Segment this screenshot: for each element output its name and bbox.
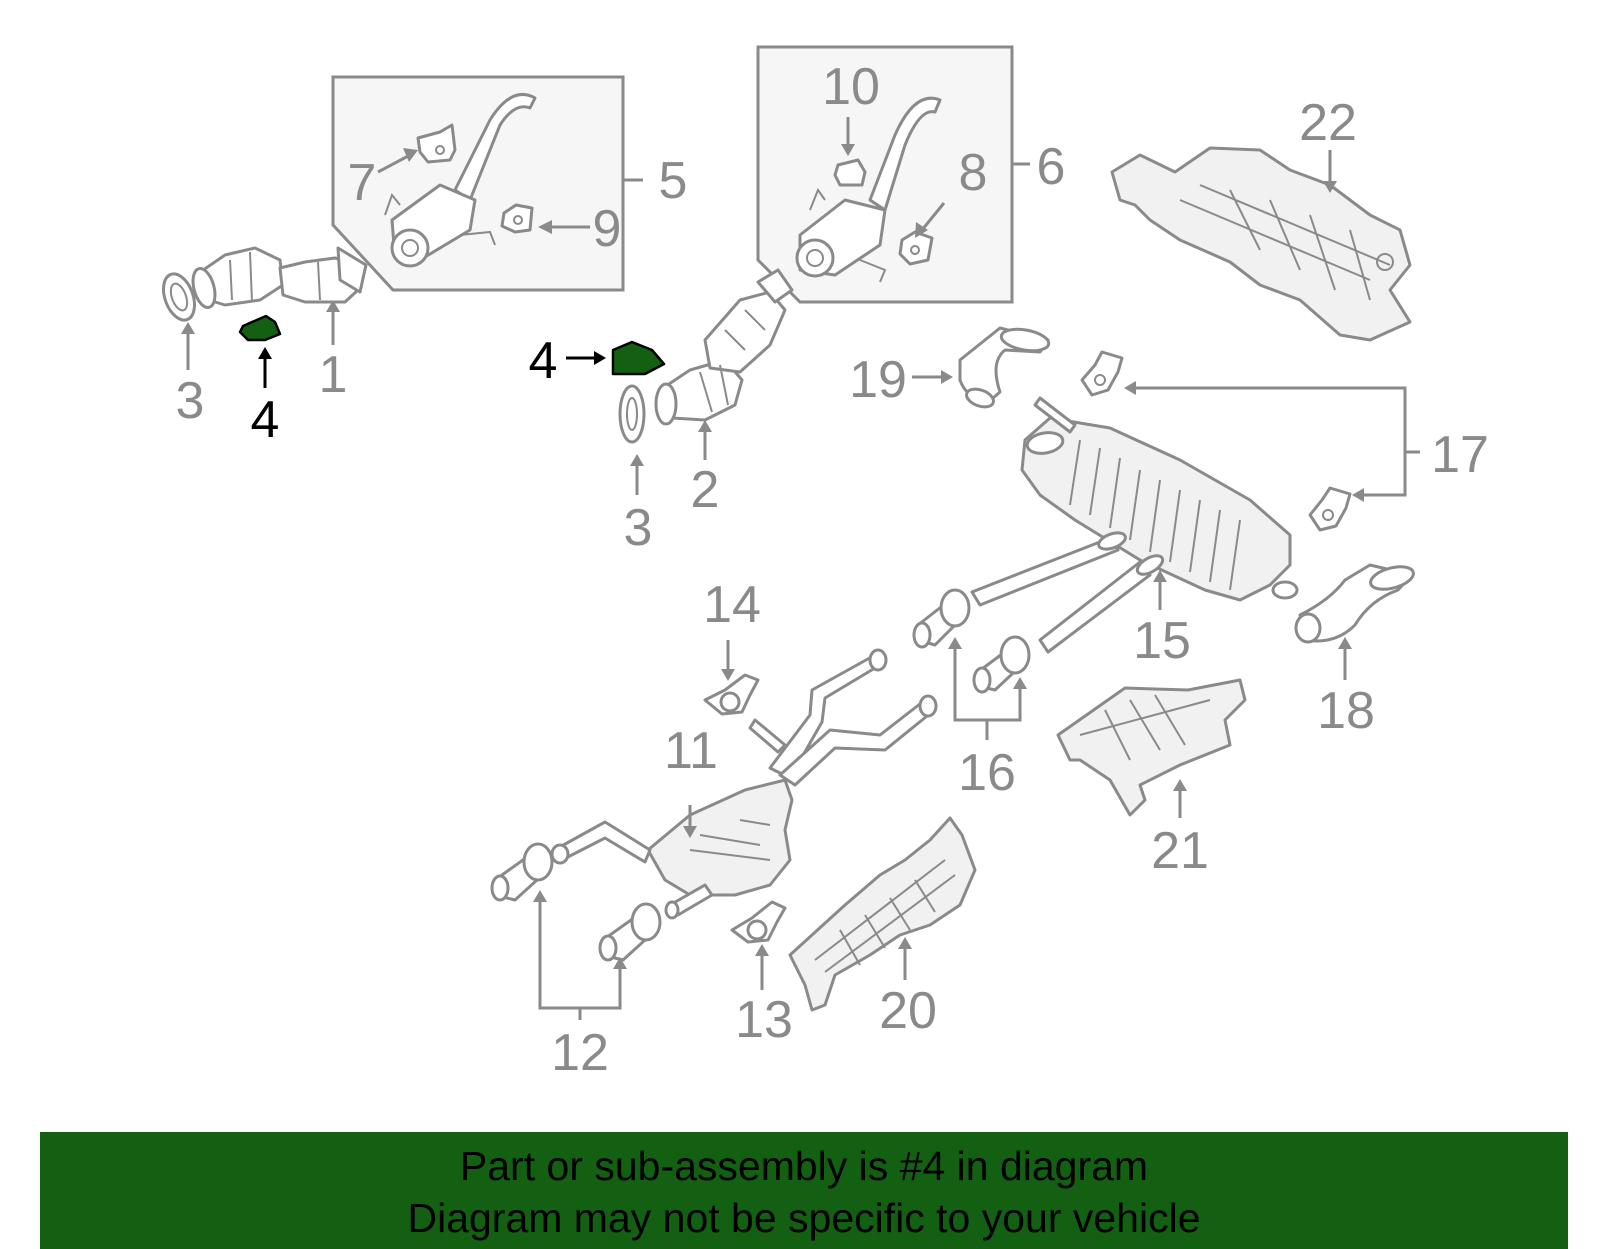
- center-muffler-part-11: [550, 648, 938, 920]
- gasket-part-3-left: [161, 272, 197, 322]
- converter-part-5: [384, 93, 537, 268]
- clamp-part-12-lower: [598, 902, 662, 962]
- callout-22: 22: [1299, 94, 1357, 152]
- callout-9: 9: [593, 200, 622, 258]
- callout-19: 19: [849, 351, 907, 409]
- callout-7: 7: [348, 154, 377, 212]
- tailpipe-part-19: [958, 326, 1051, 409]
- gasket-part-3-right: [618, 384, 646, 444]
- leader-lines: [181, 117, 1420, 1020]
- callout-8: 8: [959, 144, 988, 202]
- bracket-part-8: [898, 230, 934, 266]
- tailpipe-part-18: [1294, 563, 1415, 644]
- heat-shield-part-21: [1056, 678, 1247, 817]
- callout-15: 15: [1133, 612, 1191, 670]
- rear-muffler-part-15: [1020, 396, 1299, 602]
- callout-16: 16: [958, 744, 1016, 802]
- highlighted-part-4-right: [611, 340, 666, 376]
- callout-13: 13: [735, 991, 793, 1049]
- banner-line-1: Part or sub-assembly is #4 in diagram: [459, 1143, 1149, 1189]
- callout-labels: 3 4 1 7 5 9 10 8 6 22 4 3 2 19 17 14 15 …: [176, 58, 1489, 1082]
- callout-2: 2: [691, 461, 720, 519]
- callout-12: 12: [551, 1024, 609, 1082]
- callout-3-left: 3: [176, 372, 205, 430]
- callout-3-right: 3: [624, 499, 653, 557]
- hanger-part-17-lower: [1308, 486, 1352, 532]
- hanger-part-14: [703, 673, 787, 754]
- converter-part-2: [654, 268, 794, 426]
- hanger-part-13: [730, 900, 787, 944]
- clamp-part-16-right: [972, 635, 1031, 694]
- clamp-part-12-upper: [490, 842, 554, 902]
- clamp-part-16-left: [912, 588, 971, 649]
- callout-4-right: 4: [529, 332, 558, 390]
- heat-shield-part-22: [1110, 146, 1412, 342]
- banner-line-2: Diagram may not be specific to your vehi…: [407, 1195, 1201, 1241]
- callout-6: 6: [1037, 138, 1066, 196]
- assembly-box-5: [331, 75, 643, 292]
- highlight-leader-lines: [258, 347, 606, 388]
- callout-5: 5: [659, 152, 688, 210]
- callout-4-left: 4: [251, 391, 280, 449]
- callout-10: 10: [822, 58, 880, 116]
- converter-part-6: [795, 96, 942, 283]
- bracket-part-7: [416, 123, 457, 164]
- callout-1: 1: [319, 346, 348, 404]
- callout-17: 17: [1431, 426, 1489, 484]
- callout-18: 18: [1317, 682, 1375, 740]
- hanger-part-17-upper: [1080, 350, 1124, 397]
- callout-21: 21: [1151, 822, 1209, 880]
- highlighted-part-4-left: [238, 314, 282, 342]
- callout-20: 20: [879, 982, 937, 1040]
- bracket-part-9: [500, 203, 534, 234]
- heat-shield-part-20: [788, 816, 977, 1012]
- callout-11: 11: [664, 722, 718, 780]
- info-banner: Part or sub-assembly is #4 in diagram Di…: [40, 1132, 1568, 1249]
- bracket-part-10: [833, 158, 867, 187]
- pipe-part-15: [970, 531, 1165, 654]
- converter-part-1: [191, 246, 368, 309]
- callout-14: 14: [703, 576, 761, 634]
